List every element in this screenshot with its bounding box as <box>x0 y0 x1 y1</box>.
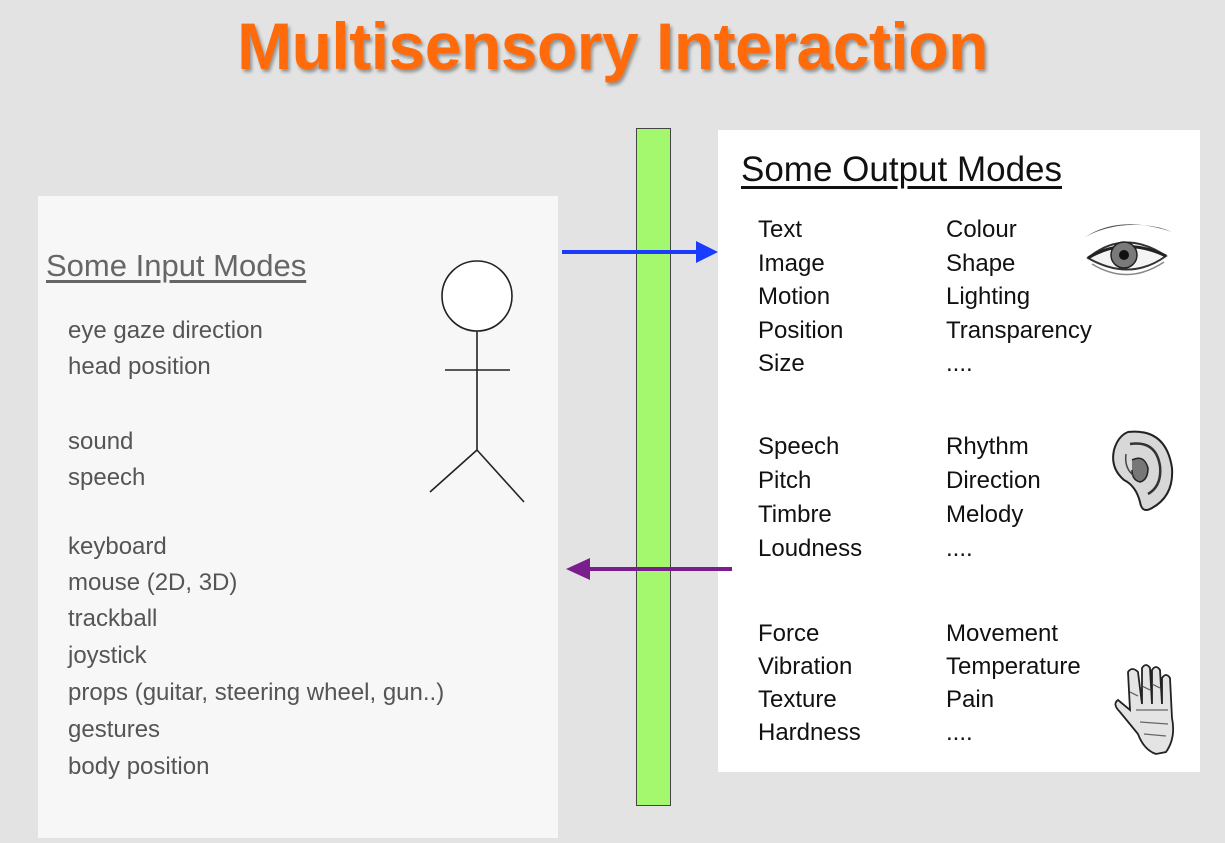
output-mode-item: Speech <box>758 433 840 460</box>
output-mode-item: Timbre <box>758 501 832 528</box>
input-mode-item: joystick <box>68 642 147 669</box>
input-modes-heading: Some Input Modes <box>46 248 307 283</box>
output-mode-item: Size <box>758 350 805 377</box>
output-mode-item: Pitch <box>758 467 812 494</box>
input-mode-item: head position <box>68 353 211 380</box>
output-mode-item: Temperature <box>946 653 1081 680</box>
input-mode-item: speech <box>68 464 146 491</box>
output-mode-item: Loudness <box>758 535 863 562</box>
output-arrow <box>566 558 732 580</box>
output-mode-item: Pain <box>946 686 995 713</box>
output-mode-item: Position <box>758 317 844 344</box>
output-mode-item: Rhythm <box>946 433 1029 460</box>
output-mode-item: Force <box>758 620 820 647</box>
output-mode-item: Movement <box>946 620 1059 647</box>
output-mode-item: Hardness <box>758 719 861 746</box>
output-mode-item: Texture <box>758 686 837 713</box>
output-mode-item: Image <box>758 250 825 277</box>
input-mode-item: body position <box>68 753 210 780</box>
ear-icon <box>1112 430 1174 511</box>
output-mode-item: .... <box>946 719 973 746</box>
eye-icon <box>1084 224 1172 276</box>
output-mode-item: Lighting <box>946 283 1031 310</box>
output-mode-item: Direction <box>946 467 1041 494</box>
input-mode-item: sound <box>68 428 134 455</box>
output-mode-item: .... <box>946 350 973 377</box>
output-mode-item: Vibration <box>758 653 853 680</box>
output-mode-item: Melody <box>946 501 1024 528</box>
output-mode-item: .... <box>946 535 973 562</box>
input-mode-item: mouse (2D, 3D) <box>68 569 238 596</box>
output-mode-item: Text <box>758 216 803 243</box>
output-mode-item: Shape <box>946 250 1016 277</box>
output-mode-item: Transparency <box>946 317 1092 344</box>
input-mode-item: eye gaze direction <box>68 317 263 344</box>
input-mode-item: gestures <box>68 716 161 743</box>
hand-icon <box>1114 664 1175 755</box>
stick-figure-icon <box>429 260 525 503</box>
input-mode-item: props (guitar, steering wheel, gun..) <box>68 679 445 706</box>
page-title: Multisensory Interaction <box>237 9 988 83</box>
output-mode-item: Colour <box>946 216 1017 243</box>
input-mode-item: keyboard <box>68 533 167 560</box>
input-arrow <box>562 241 718 263</box>
interface-divider-bar <box>636 128 671 806</box>
output-mode-item: Motion <box>758 283 831 310</box>
input-mode-item: trackball <box>68 605 158 632</box>
output-modes-heading: Some Output Modes <box>741 150 1062 189</box>
